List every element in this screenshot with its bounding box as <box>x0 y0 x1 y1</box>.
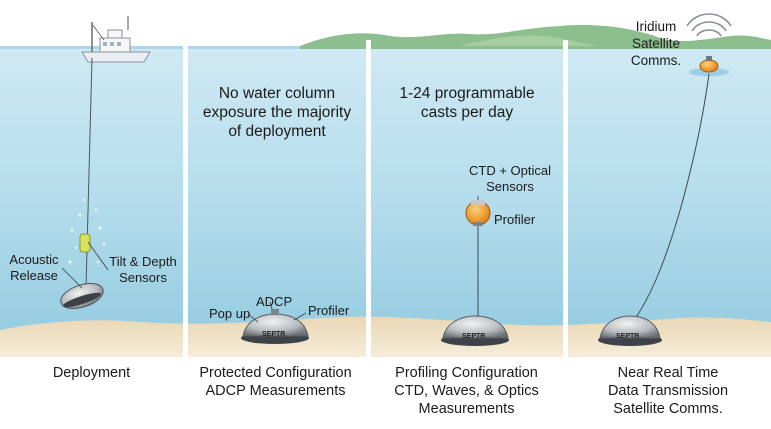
tilt-depth-sensor <box>79 233 91 253</box>
septr-mark-p4: SEPTR <box>616 333 640 340</box>
caption-profiling-line1: Profiling Configuration <box>395 365 538 381</box>
profiler-buoy <box>465 200 491 226</box>
adcp-label: ADCP <box>256 294 293 309</box>
ctd-optical-label: CTD + Optical Sensors <box>450 163 570 195</box>
caption-transmission-line3: Satellite Comms. <box>613 401 723 417</box>
iridium-line3: Comms. <box>630 53 682 68</box>
seabed <box>0 316 771 357</box>
bubbles <box>68 198 106 264</box>
caption-transmission-line2: Data Transmission <box>607 383 729 399</box>
iridium-line1: Iridium <box>635 19 677 34</box>
acoustic-release-label: Acoustic Release <box>6 252 62 284</box>
caption-profiling-line2: CTD, Waves, & Optics <box>394 383 539 399</box>
septr-transmission <box>598 315 662 346</box>
divider-2 <box>366 40 371 360</box>
ship <box>81 16 151 63</box>
pop-up-label: Pop up <box>209 306 251 321</box>
panel2-header-line2: exposure the majority <box>202 104 352 121</box>
divider-1 <box>183 40 188 360</box>
tilt-depth-line1: Tilt & Depth <box>109 254 177 269</box>
caption-protected-line2: ADCP Measurements <box>205 383 346 399</box>
panel3-header-line1: 1-24 programmable <box>399 85 535 102</box>
caption-protected: Protected Configuration ADCP Measurement… <box>183 364 368 400</box>
panel2-header-line1: No water column <box>218 85 336 102</box>
caption-profiling-line3: Measurements <box>418 401 515 417</box>
tilt-depth-line2: Sensors <box>119 270 167 285</box>
septr-mark-p2: SEPTR <box>262 331 286 338</box>
panel2-header: No water column exposure the majority of… <box>188 84 366 141</box>
water <box>0 46 771 346</box>
panel3-header: 1-24 programmable casts per day <box>371 84 563 122</box>
acoustic-release-line2: Release <box>10 268 58 283</box>
comm-cable <box>629 73 710 327</box>
divider-3 <box>563 40 568 360</box>
profiler-label-p3: Profiler <box>494 212 536 227</box>
caption-transmission: Near Real Time Data Transmission Satelli… <box>565 364 771 418</box>
septr-profiling <box>441 315 509 346</box>
panel2-header-line3: of deployment <box>228 123 326 140</box>
acoustic-release-line1: Acoustic <box>9 252 59 267</box>
septr-falling <box>60 283 104 309</box>
septr-mark-p3: SEPTR <box>462 333 486 340</box>
tilt-depth-label: Tilt & Depth Sensors <box>102 254 184 286</box>
surface-buoy <box>689 56 729 76</box>
caption-protected-line1: Protected Configuration <box>199 365 352 381</box>
caption-transmission-line1: Near Real Time <box>617 365 719 381</box>
panel3-header-line2: casts per day <box>420 104 514 121</box>
satellite-signal <box>686 13 732 37</box>
profiler-label-p2: Profiler <box>308 303 350 318</box>
caption-band <box>0 357 771 429</box>
ctd-line2: Sensors <box>486 179 534 194</box>
caption-profiling: Profiling Configuration CTD, Waves, & Op… <box>368 364 565 418</box>
ctd-line1: CTD + Optical <box>469 163 551 178</box>
septr-protected <box>241 309 309 344</box>
iridium-label: Iridium Satellite Comms. <box>616 18 696 69</box>
caption-deployment: Deployment <box>52 365 131 381</box>
iridium-line2: Satellite <box>631 36 681 51</box>
